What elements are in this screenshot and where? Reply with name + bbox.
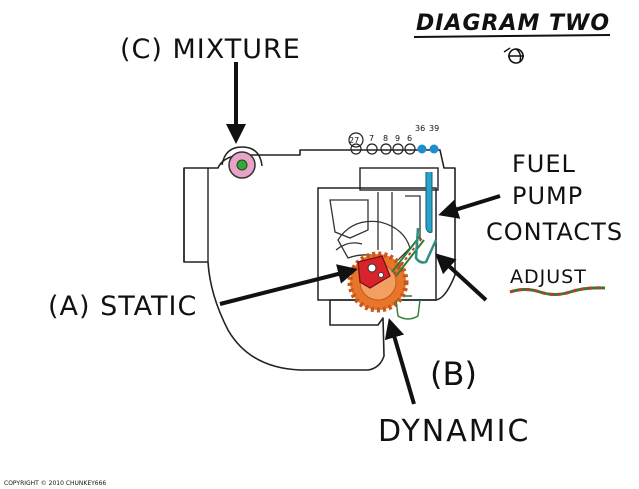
label-dynamic: DYNAMIC xyxy=(378,414,530,449)
num-27: 27 xyxy=(349,136,359,145)
num-9: 9 xyxy=(395,134,400,143)
label-fuel: FUEL xyxy=(512,150,576,178)
num-6: 6 xyxy=(407,134,412,143)
carburetor-body-outline xyxy=(183,149,456,371)
jet-circles xyxy=(348,132,416,155)
label-pump: PUMP xyxy=(512,182,583,210)
arrow-dynamic xyxy=(384,318,416,405)
dynamic-arm xyxy=(391,235,425,277)
label-dynamic-letter: (B) xyxy=(430,355,477,393)
mechanism-linkage xyxy=(329,192,421,251)
arrow-adjust xyxy=(435,253,488,302)
mechanism-bottom-bracket xyxy=(395,295,421,320)
copyright-text: COPYRIGHT © 2010 CHUNKEY666 xyxy=(4,480,106,487)
num-8: 8 xyxy=(383,134,388,143)
mechanism-top-plate xyxy=(359,167,439,191)
label-adjust: ADJUST xyxy=(510,266,587,288)
label-mixture: (C) MIXTURE xyxy=(120,34,301,65)
num-7: 7 xyxy=(369,134,374,143)
title-underline xyxy=(413,34,611,38)
arrow-fuel-pump xyxy=(438,194,501,219)
title-logo-icon xyxy=(503,47,524,64)
num-39: 39 xyxy=(429,124,439,133)
diagram-title: DIAGRAM TWO xyxy=(416,11,610,36)
fuel-pump-contact-teal xyxy=(414,227,438,264)
static-contact-part xyxy=(357,255,391,289)
adjust-underline xyxy=(509,286,606,296)
label-contacts: CONTACTS xyxy=(486,218,623,246)
blue-dot-36 xyxy=(417,144,427,154)
blue-dot-39 xyxy=(429,144,439,154)
mixture-screw-icon xyxy=(236,159,248,171)
num-36: 36 xyxy=(415,124,425,133)
mixture-mount xyxy=(221,146,263,167)
arrow-static xyxy=(219,264,358,306)
label-static: (A) STATIC xyxy=(48,291,197,322)
fuel-pump-contact-blue xyxy=(425,172,433,233)
carburetor-inlet-outline xyxy=(183,168,209,262)
